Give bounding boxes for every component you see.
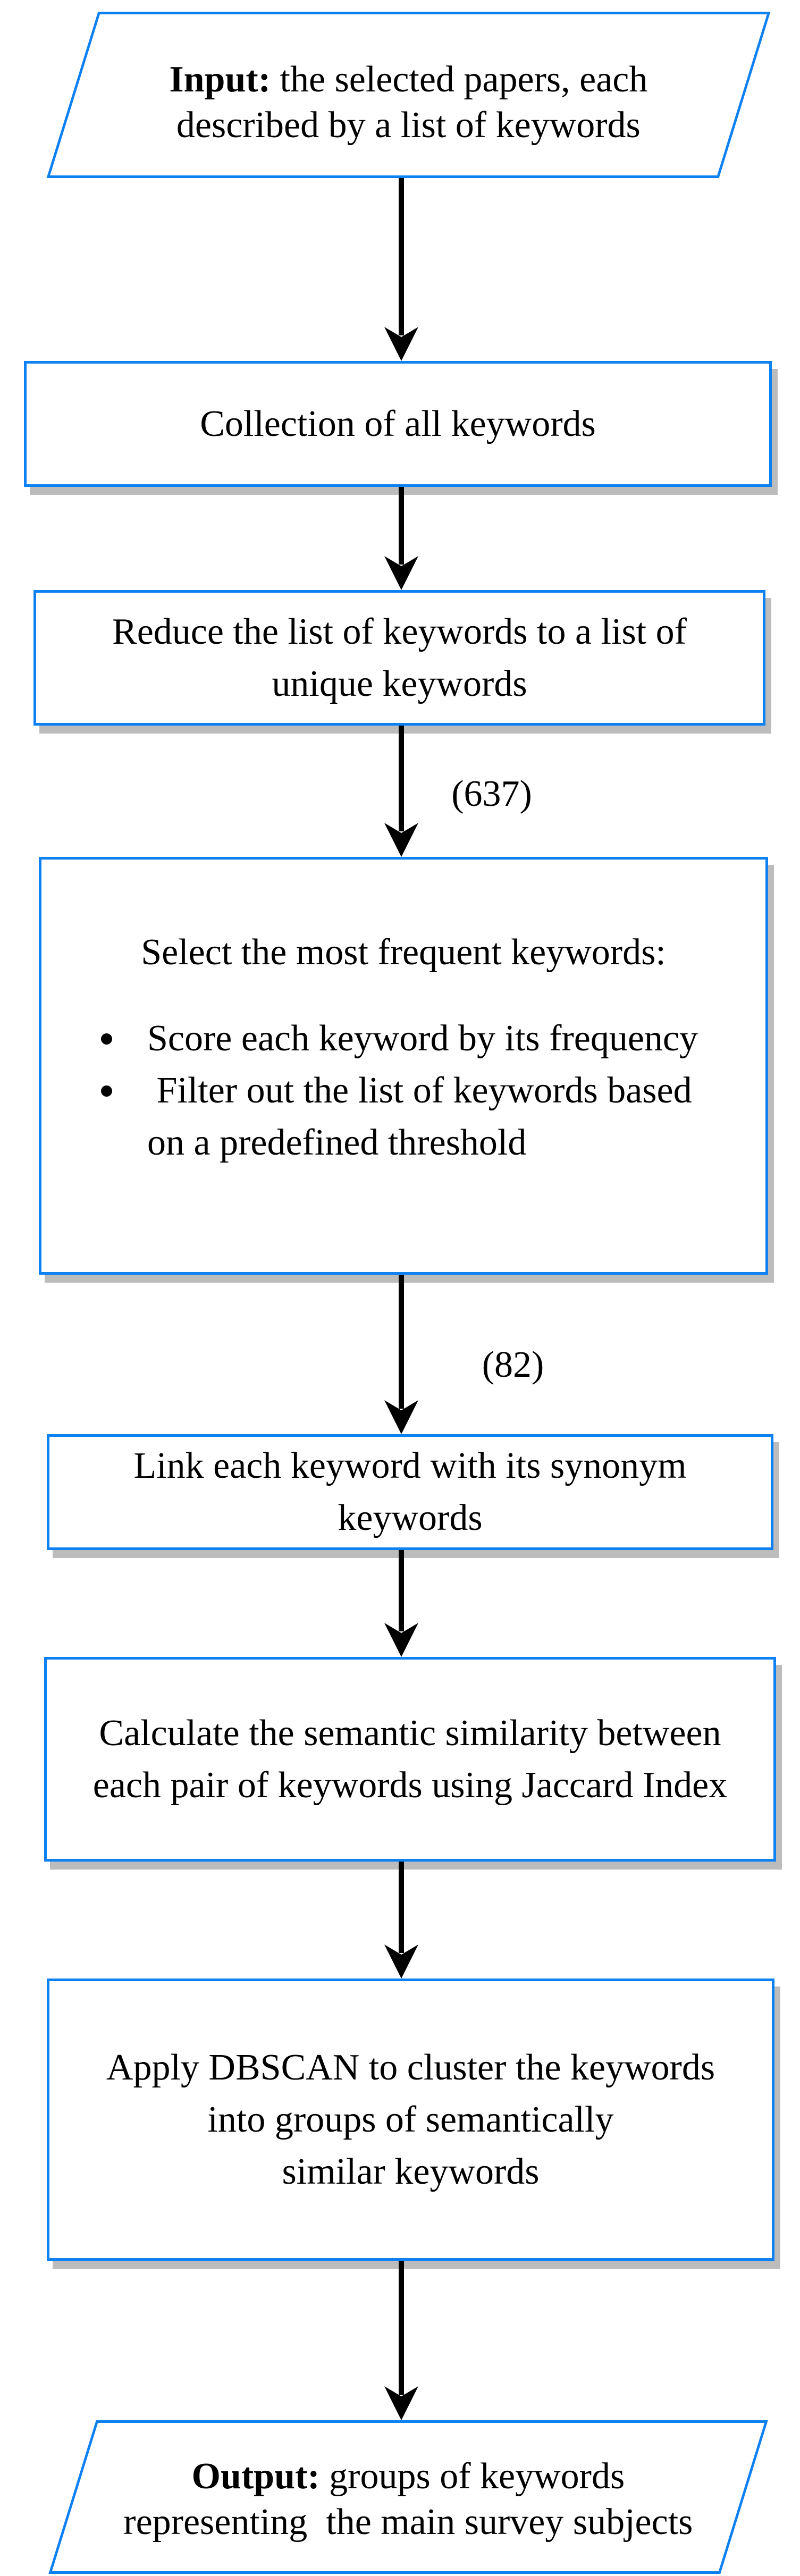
flow-arrow-7 — [384, 2261, 418, 2420]
flow-node-input-text: Input: the selected papers, each describ… — [75, 42, 742, 148]
flow-node-similarity: Calculate the semantic similarity betwee… — [44, 1657, 776, 1862]
flow-node-collection: Collection of all keywords — [24, 361, 772, 487]
bullet-dot-icon — [101, 1033, 112, 1045]
bullet-2-line-2: on a predefined threshold — [147, 1122, 527, 1163]
list-item: Score each keyword by its frequency — [101, 1013, 698, 1065]
flow-node-link: Link each keyword with its synonym keywo… — [47, 1434, 773, 1550]
flow-arrow-5 — [384, 1550, 418, 1657]
output-bold-label: Output: — [191, 2455, 320, 2497]
link-line-2: keywords — [338, 1497, 483, 1538]
count-label-637: (637) — [451, 773, 532, 814]
bullet-1-line-1: Score each keyword by its frequency — [147, 1018, 698, 1059]
flow-arrow-6 — [384, 1862, 418, 1979]
output-rest-label: groups of keywords — [319, 2455, 625, 2497]
list-item: Filter out the list of keywords based on… — [101, 1065, 698, 1169]
input-line-2: described by a list of keywords — [176, 104, 641, 146]
flow-arrow-3 — [384, 726, 418, 857]
link-line-1: Link each keyword with its synonym — [133, 1445, 687, 1486]
input-rest-label: the selected papers, each — [271, 58, 648, 100]
select-bullet-list: Score each keyword by its frequency Filt… — [101, 1013, 698, 1169]
input-line-1: Input: the selected papers, each — [75, 57, 742, 103]
count-label-82: (82) — [482, 1344, 544, 1385]
dbscan-line-2: into groups of semantically — [207, 2099, 614, 2140]
similarity-line-1: Calculate the semantic similarity betwee… — [99, 1712, 721, 1754]
flow-node-reduce: Reduce the list of keywords to a list of… — [33, 590, 765, 726]
dbscan-line-3: similar keywords — [282, 2151, 540, 2192]
input-bold-label: Input: — [169, 58, 271, 100]
flow-node-output: Output: groups of keywords representing … — [48, 2420, 768, 2574]
dbscan-line-1: Apply DBSCAN to cluster the keywords — [106, 2047, 715, 2088]
select-title: Select the most frequent keywords: — [141, 932, 666, 973]
output-line-1: Output: groups of keywords — [75, 2454, 742, 2499]
flow-node-dbscan: Apply DBSCAN to cluster the keywords int… — [47, 1979, 774, 2261]
output-line-2: representing the main survey subjects — [123, 2501, 693, 2543]
reduce-line-2: unique keywords — [272, 663, 527, 704]
reduce-line-1: Reduce the list of keywords to a list of — [112, 611, 687, 652]
bullet-2-line-1: Filter out the list of keywords based — [147, 1070, 692, 1111]
flow-arrow-4 — [384, 1275, 418, 1434]
flow-node-input: Input: the selected papers, each describ… — [46, 12, 771, 178]
collection-line-1: Collection of all keywords — [200, 403, 596, 444]
similarity-line-2: each pair of keywords using Jaccard Inde… — [92, 1764, 728, 1806]
flow-arrow-2 — [384, 487, 418, 590]
bullet-dot-icon — [101, 1085, 112, 1097]
flow-node-select: Select the most frequent keywords: Score… — [39, 857, 768, 1275]
flow-node-output-text: Output: groups of keywords representing … — [75, 2449, 742, 2545]
flow-arrow-1 — [384, 178, 418, 361]
